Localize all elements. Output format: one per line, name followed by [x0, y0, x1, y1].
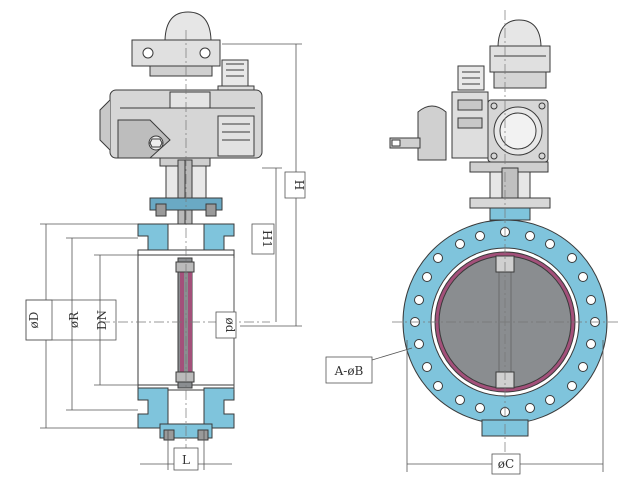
pneumatic-actuator	[99, 89, 263, 167]
bolt-holes	[410, 227, 600, 417]
dim-C-label: øC	[498, 457, 514, 471]
position-indicator	[131, 11, 221, 77]
body-lower-section	[137, 387, 235, 441]
side-view-dimensions	[25, 43, 306, 471]
stem-bracket	[149, 159, 223, 239]
dim-A-B-label: A-øB	[334, 364, 364, 378]
front-view	[389, 10, 618, 470]
front-solenoid	[389, 65, 489, 161]
front-position-indicator	[489, 19, 551, 89]
dim-DN-label: DN	[95, 310, 109, 330]
front-view-dimensions	[325, 340, 604, 475]
dim-H-label: H	[292, 180, 306, 190]
front-actuator	[469, 99, 549, 173]
front-bracket	[469, 167, 551, 221]
side-view	[99, 11, 270, 470]
dim-L-label: L	[182, 453, 190, 467]
dim-d-label: ød	[223, 318, 237, 333]
dim-D-label: øD	[27, 312, 41, 329]
disc-section	[175, 257, 195, 389]
dim-H1-label: H1	[260, 230, 274, 248]
dim-R-label: øR	[67, 311, 81, 328]
